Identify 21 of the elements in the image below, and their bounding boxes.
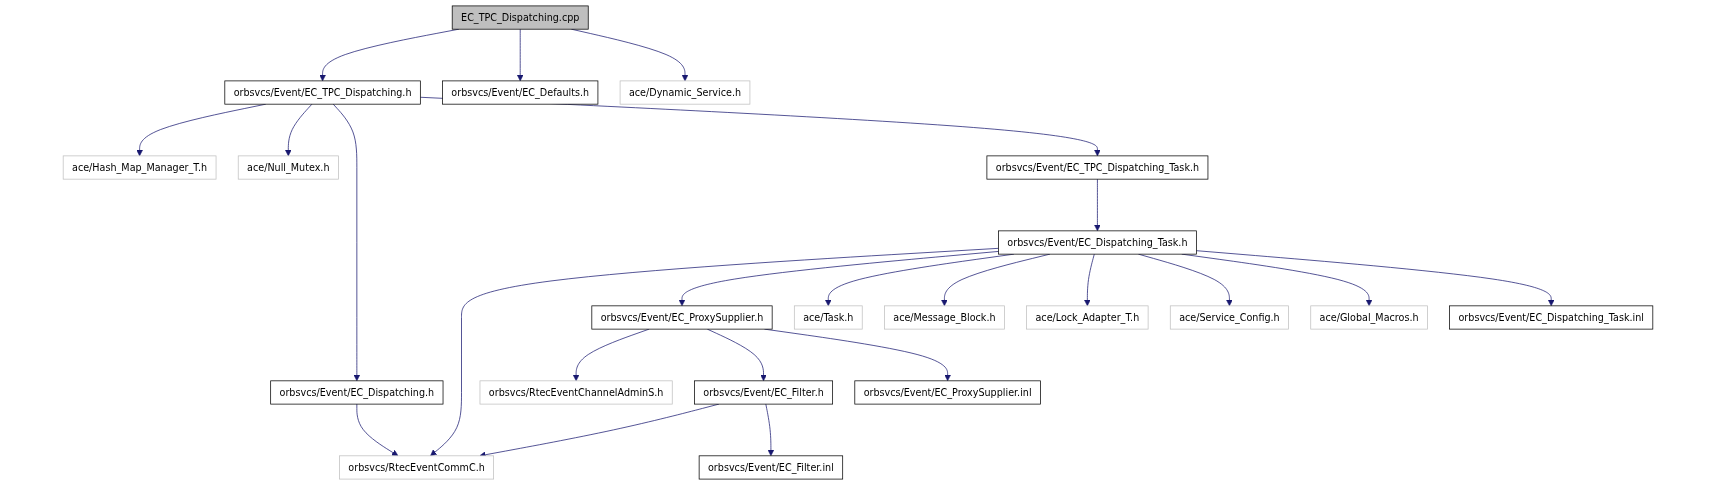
node-box: orbsvcs/RtecEventCommC.h (339, 455, 494, 480)
node-box: orbsvcs/Event/EC_Dispatching.h (270, 380, 444, 405)
node-box: orbsvcs/Event/EC_Filter.h (694, 380, 833, 405)
node-box: orbsvcs/Event/EC_ProxySupplier.inl (854, 380, 1041, 405)
node-box: ace/Null_Mutex.h (237, 155, 339, 180)
node-box: orbsvcs/Event/EC_ProxySupplier.h (591, 305, 773, 330)
node-box: orbsvcs/Event/EC_Dispatching_Task.inl (1449, 305, 1654, 330)
node-box: ace/Lock_Adapter_T.h (1026, 305, 1149, 330)
node-box: ace/Message_Block.h (884, 305, 1005, 330)
node-box: ace/Service_Config.h (1169, 305, 1289, 330)
node-box: ace/Dynamic_Service.h (619, 80, 751, 105)
node-box: orbsvcs/Event/EC_TPC_Dispatching.h (224, 80, 421, 105)
node-box: EC_TPC_Dispatching.cpp (451, 5, 589, 30)
node-box: orbsvcs/Event/EC_Filter.inl (698, 455, 844, 480)
node-box: orbsvcs/Event/EC_Defaults.h (442, 80, 599, 105)
node-box: orbsvcs/Event/EC_TPC_Dispatching_Task.h (986, 155, 1209, 180)
node-box: ace/Task.h (793, 305, 863, 330)
node-box: ace/Hash_Map_Manager_T.h (62, 155, 217, 180)
node-box: orbsvcs/RtecEventChannelAdminS.h (479, 380, 673, 405)
node-box: orbsvcs/Event/EC_Dispatching_Task.h (998, 230, 1197, 255)
node-box: ace/Global_Macros.h (1310, 305, 1428, 330)
